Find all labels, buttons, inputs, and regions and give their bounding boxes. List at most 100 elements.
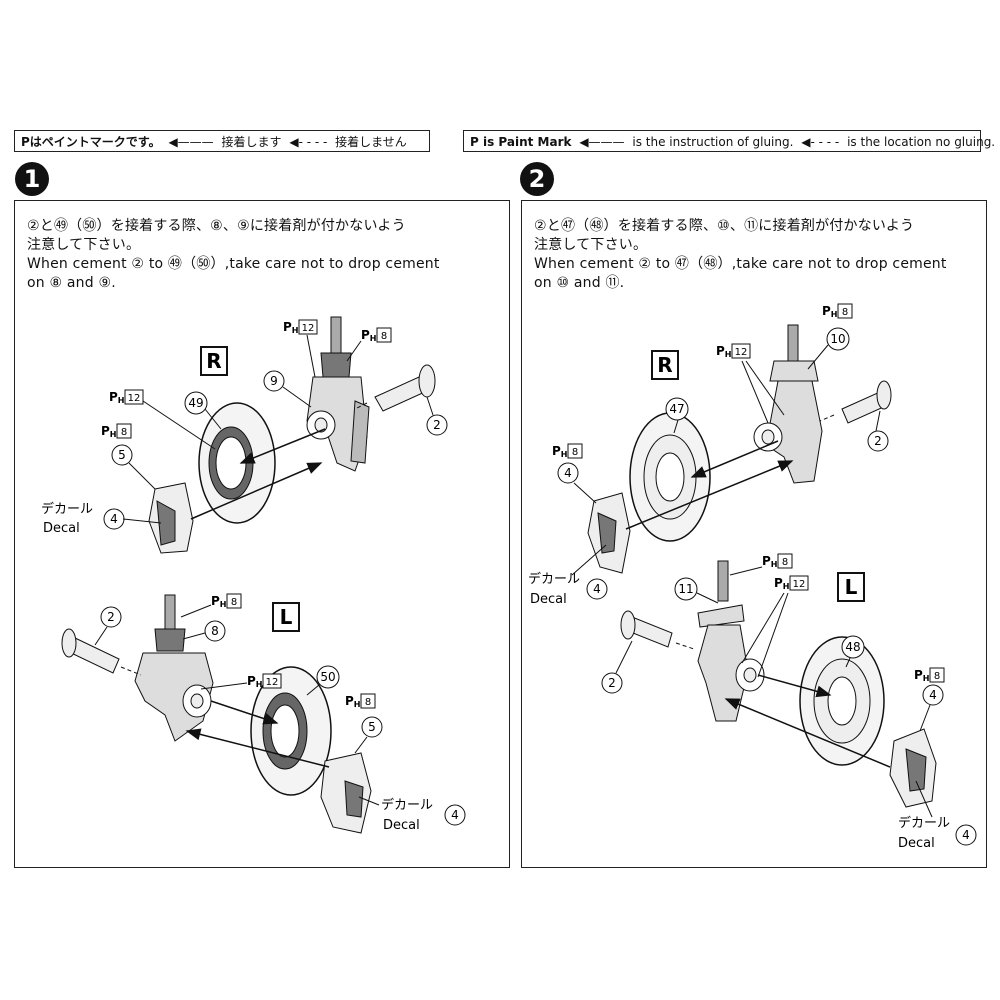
step-2-panel: ②と㊼（㊽）を接着する際、⑩、⑪に接着剤が付かないよう 注意して下さい。 Whe… [521, 200, 987, 868]
part-48-disc [799, 636, 885, 766]
svg-text:PH: PH [345, 694, 361, 709]
glue-arrow-r-2 [190, 462, 323, 520]
decal-en-r: Decal [43, 521, 80, 536]
svg-text:PH: PH [774, 576, 790, 591]
svg-text:11: 11 [678, 582, 693, 596]
instruction-en-line1: When cement ② to ㊾（㊿）,take care not to d… [27, 256, 440, 272]
svg-text:4: 4 [110, 512, 118, 526]
decal-en-r: Decal [530, 592, 567, 607]
knuckle-r [753, 324, 823, 484]
step-number-1: 1 [15, 162, 49, 196]
label-10: 10 [807, 327, 850, 370]
svg-text:5: 5 [368, 720, 376, 734]
paint-mark-ph8-r-b: PH 8 [101, 423, 132, 439]
svg-text:8: 8 [121, 427, 127, 438]
decal-jp-l: デカール [898, 815, 950, 831]
side-badge-r [651, 350, 679, 380]
glue-arrow-r-2 [625, 460, 794, 530]
arrow-dashed-icon: ◀- - - - [801, 135, 840, 149]
paint-mark-ph8-r-a: PH 8 [822, 303, 853, 319]
right-assembly: R [41, 316, 448, 554]
label-50: 50 [306, 665, 340, 696]
svg-text:8: 8 [381, 331, 387, 342]
svg-text:50: 50 [320, 670, 335, 684]
decal-jp-l: デカール [381, 797, 433, 813]
paint-mark-ph8-l-a: PH 8 [180, 593, 242, 618]
label-47: 47 [665, 397, 689, 434]
left-assembly: L [601, 553, 977, 851]
glue-arrow-l-2 [724, 698, 891, 768]
step-1-instructions: ②と㊾（㊿）を接着する際、⑧、⑨に接着剤が付かないよう 注意して下さい。 Whe… [27, 217, 440, 293]
instruction-en-line2: on ⑧ and ⑨. [27, 275, 116, 291]
paint-mark-ph12-r-a: PH 12 [716, 343, 785, 424]
svg-text:8: 8 [782, 557, 788, 568]
part-49-disc [198, 402, 276, 524]
decal-en-l: Decal [383, 818, 420, 833]
label-4-decal-l: 4 デカール Decal [358, 796, 466, 833]
gluing-note: 接着します [221, 135, 282, 149]
svg-text:8: 8 [934, 671, 940, 682]
label-5-r: 5 [111, 444, 156, 490]
legend-en: P is Paint Mark ◀——— is the instruction … [463, 130, 995, 152]
svg-text:PH: PH [211, 594, 227, 609]
paint-mark-ph8-r-a: PH 8 [346, 327, 392, 362]
label-2-l: 2 [601, 640, 633, 694]
label-48: 48 [841, 635, 865, 668]
side-letter-r: R [657, 353, 672, 377]
label-8: 8 [182, 620, 226, 642]
part-4-caliper-l [889, 728, 937, 808]
instruction-jp-line2: 注意して下さい。 [27, 237, 141, 253]
gluing-note: is the instruction of gluing. [632, 135, 794, 149]
svg-text:PH: PH [762, 554, 778, 569]
arrow-solid-icon: ◀——— [579, 135, 625, 149]
svg-text:PH: PH [361, 328, 377, 343]
svg-text:4: 4 [451, 808, 459, 822]
svg-text:PH: PH [283, 320, 299, 335]
label-9: 9 [263, 370, 312, 408]
label-2-r: 2 [867, 410, 889, 452]
legend-jp: Pはペイントマークです。 ◀——— 接着します ◀- - - - 接着しません [14, 130, 430, 152]
step-2-instructions: ②と㊼（㊽）を接着する際、⑩、⑪に接着剤が付かないよう 注意して下さい。 Whe… [534, 217, 947, 293]
glue-arrow-l-2 [185, 728, 330, 768]
paint-mark-ph8-r-b: PH 8 [552, 443, 583, 459]
side-letter-r: R [206, 349, 221, 373]
side-letter-l: L [845, 575, 858, 599]
svg-text:PH: PH [716, 344, 732, 359]
knuckle-r [306, 316, 370, 472]
step-1-diagram: R [41, 316, 466, 834]
paint-mark-ph8-l-b: PH 8 [914, 667, 945, 683]
svg-text:49: 49 [188, 396, 203, 410]
svg-text:4: 4 [564, 466, 572, 480]
svg-text:8: 8 [211, 624, 219, 638]
svg-text:4: 4 [962, 828, 970, 842]
step-number-2: 2 [520, 162, 554, 196]
decal-jp-r: デカール [41, 501, 93, 517]
svg-text:8: 8 [231, 597, 237, 608]
part-2-pin-r [354, 364, 436, 412]
svg-text:8: 8 [365, 697, 371, 708]
label-5-l: 5 [354, 716, 383, 754]
svg-text:8: 8 [572, 447, 578, 458]
svg-text:2: 2 [107, 610, 115, 624]
paint-mark-ph12-l-a: PH 12 [200, 673, 282, 690]
svg-text:PH: PH [822, 304, 838, 319]
paint-mark-ph8-l-b: PH 8 [345, 693, 376, 709]
no-gluing-note: 接着しません [335, 135, 407, 149]
svg-text:4: 4 [593, 582, 601, 596]
step-1-panel: ②と㊾（㊿）を接着する際、⑧、⑨に接着剤が付かないよう 注意して下さい。 Whe… [14, 200, 510, 868]
part-2-pin-r [819, 380, 892, 424]
no-gluing-note: is the location no gluing. [847, 135, 996, 149]
paint-mark-note: Pはペイントマークです。 [21, 135, 161, 149]
side-badge-r [200, 346, 228, 376]
svg-text:4: 4 [929, 688, 937, 702]
instruction-en-line1: When cement ② to ㊼（㊽）,take care not to d… [534, 256, 947, 272]
part-4-caliper-r [587, 492, 631, 574]
part-5-caliper-r [148, 482, 194, 554]
label-4-decal-l: 4 デカール Decal [898, 780, 977, 851]
paint-mark-ph8-l-a: PH 8 [729, 553, 793, 576]
paint-mark-ph12-r-b: PH 12 [109, 389, 216, 450]
svg-text:12: 12 [128, 393, 141, 404]
label-2-l: 2 [94, 606, 122, 646]
svg-text:12: 12 [793, 579, 806, 590]
paint-mark-note: P is Paint Mark [470, 135, 572, 149]
